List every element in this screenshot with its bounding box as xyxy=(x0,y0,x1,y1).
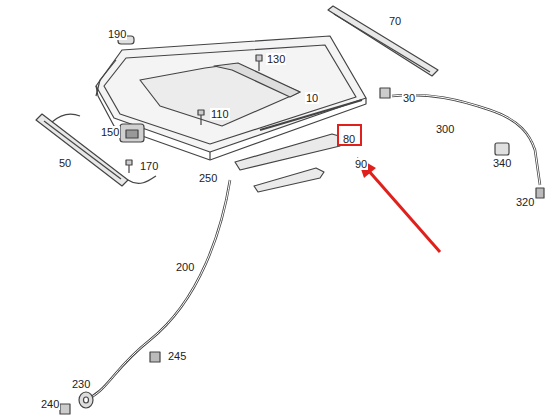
callout-number: 170 xyxy=(139,160,159,172)
callout-number: 110 xyxy=(210,108,230,120)
highlight-box: 80 xyxy=(337,124,362,146)
callout-number: 30 xyxy=(402,92,416,104)
callout-number: 340 xyxy=(492,157,512,169)
callout-number: 190 xyxy=(107,28,127,40)
callout-number: 150 xyxy=(100,126,120,138)
callout-number: 245 xyxy=(167,350,187,362)
callout-number: 10 xyxy=(305,92,319,104)
callout-number: 80 xyxy=(343,133,355,145)
callout-number: 300 xyxy=(435,123,455,135)
callout-number: 200 xyxy=(175,261,195,273)
pointer-arrow xyxy=(357,157,440,252)
callout-number: 320 xyxy=(515,196,535,208)
callout-number: 50 xyxy=(58,157,72,169)
callout-number: 90 xyxy=(354,158,368,170)
callout-number: 250 xyxy=(198,172,218,184)
callout-number: 230 xyxy=(71,378,91,390)
callout-number: 130 xyxy=(266,53,286,65)
callout-number: 240 xyxy=(40,398,60,410)
callout-number: 70 xyxy=(388,15,402,27)
